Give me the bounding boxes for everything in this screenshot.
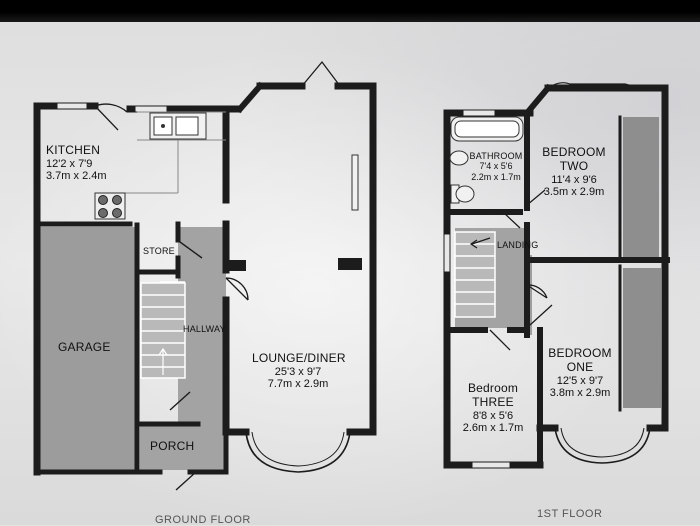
bedroom-one-imperial: 12'5 x 9'7 [556,374,604,387]
bedroom-three-name2: THREE [472,394,514,409]
porch-floor [140,425,198,470]
landing-name: LANDING [497,240,539,250]
first-floor-plan [443,82,670,469]
landing-stairs [454,231,496,318]
kitchen-window-1 [56,102,88,110]
bathroom-label: BATHROOM 7'4 x 5'6 2.2m x 1.7m [468,151,524,182]
lounge-metric: 7.7m x 2.9m [267,378,329,391]
bedroom-three-metric: 2.6m x 1.7m [462,422,524,435]
landing-label: LANDING [497,240,538,250]
porch-label: PORCH [150,439,195,454]
bathroom-imperial: 7'4 x 5'6 [479,161,513,172]
garage-label: GARAGE [58,340,111,355]
stairs-arrow [158,347,168,375]
bedroom-three-imperial: 8'8 x 5'6 [472,409,514,422]
bedroom-one-bay-window [554,427,651,464]
bedroom-three-label: Bedroom THREE 8'8 x 5'6 2.6m x 1.7m [452,381,534,435]
kitchen-door [94,103,128,131]
lounge-imperial: 25'3 x 9'7 [274,365,322,378]
landing-arrow [469,237,491,249]
ground-floor-caption: GROUND FLOOR [155,514,251,526]
radiator [351,154,359,211]
bedroom-one-wardrobe [623,268,661,408]
bedroom-two-wardrobe [623,117,659,257]
garage-floor [37,227,137,471]
bedroom-three-name: Bedroom [467,381,519,395]
store-name: STORE [143,246,175,256]
kitchen-label: KITCHEN 12'2 x 7'9 3.7m x 2.4m [46,143,107,183]
ground-floor-plan [33,60,377,491]
bathroom-metric: 2.2m x 1.7m [471,171,521,182]
kitchen-window-2 [134,105,168,113]
bedroom-two-name2: TWO [559,158,589,173]
hallway-name: HALLWAY [183,324,226,334]
kitchen-imperial: 12'2 x 7'9 [46,157,93,170]
porch-name: PORCH [150,439,195,453]
basin [449,150,469,166]
kitchen-name: KITCHEN [46,143,101,157]
kitchen-metric: 3.7m x 2.4m [46,170,107,183]
lounge-name: LOUNGE/DINER [252,351,346,365]
lounge-label: LOUNGE/DINER 25'3 x 9'7 7.7m x 2.9m [252,351,346,391]
dark-top-edge [0,0,700,22]
garage-name: GARAGE [58,340,111,354]
lounge-bay-window [245,431,351,473]
bedroom-two-metric: 3.5m x 2.9m [543,186,605,199]
bedroom-one-name: BEDROOM [548,346,612,360]
bedroom-two-label: BEDROOM TWO 11'4 x 9'6 3.5m x 2.9m [538,145,610,199]
bedroom-one-name2: ONE [566,359,594,374]
bathroom-name: BATHROOM [469,151,523,161]
french-doors [301,60,341,87]
first-floor-caption: 1ST FLOOR [537,508,603,520]
bedroom-one-label: BEDROOM ONE 12'5 x 9'7 3.8m x 2.9m [540,346,620,400]
hallway-label: HALLWAY [183,324,226,334]
store-label: STORE [143,246,175,256]
bedroom-two-imperial: 11'4 x 9'6 [551,173,597,186]
bedroom-two-name: BEDROOM [542,145,606,159]
bedroom-one-metric: 3.8m x 2.9m [549,387,611,400]
toilet [455,185,475,203]
first-floor-walls [443,83,670,469]
